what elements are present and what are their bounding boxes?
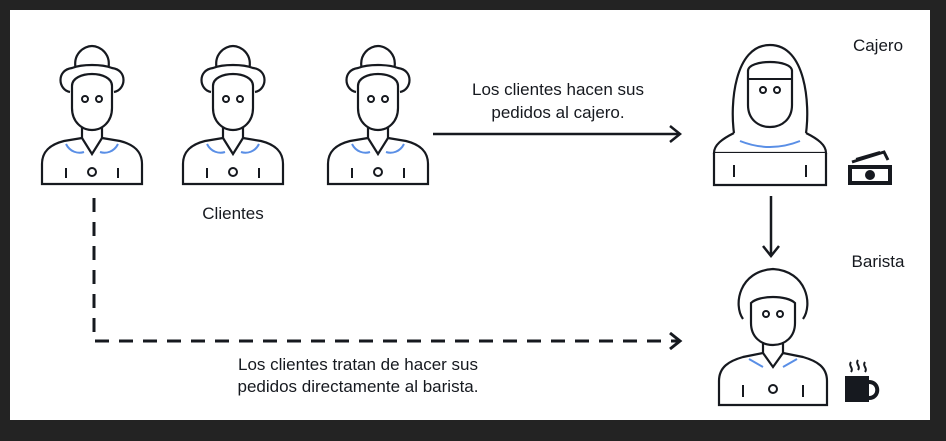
dashed-arrow-to-barista [92,198,683,351]
cashier-icon [712,43,828,187]
barista-icon [717,267,829,407]
customer-icon [326,44,430,186]
cajero-label: Cajero [852,36,904,55]
order-barista-line2: pedidos directamente al barista. [237,377,479,396]
customer-icon [181,44,285,186]
arrow-cashier-to-barista [762,196,780,259]
coffee-cup-icon [845,359,880,402]
money-icon [848,150,892,185]
customer-icon [40,44,144,186]
order-barista-line1: Los clientes tratan de hacer sus [237,355,479,374]
order-cashier-line1: Los clientes hacen sus [472,80,644,99]
arrow-to-cashier [433,125,683,143]
barista-label: Barista [851,252,905,271]
order-cashier-line2: pedidos al cajero. [491,103,625,122]
clientes-label: Clientes [202,204,264,223]
